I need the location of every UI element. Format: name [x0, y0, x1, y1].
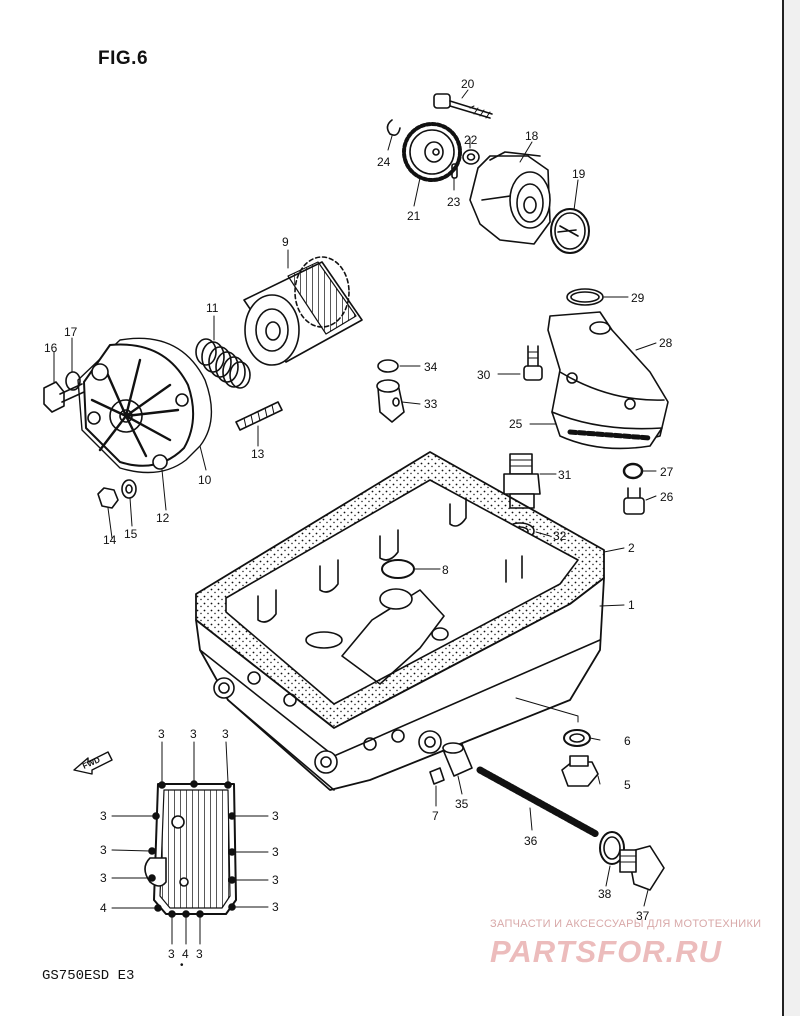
oil-strainer-assembly [523, 288, 669, 515]
part-label-9: 9 [282, 235, 289, 249]
part-label-3: 3 [272, 873, 279, 887]
part-number-labels: 20 18 19 22 24 23 21 9 11 17 16 10 12 14… [44, 77, 674, 971]
part-label-34: 34 [424, 360, 438, 374]
forward-arrow-icon [73, 751, 113, 775]
part-label-1: 1 [628, 598, 635, 612]
part-label-3: 3 [272, 809, 279, 823]
part-label-3: 3 [272, 845, 279, 859]
part-label-33: 33 [424, 397, 438, 411]
part-label-8: 8 [442, 563, 449, 577]
part-label-37: 37 [636, 909, 650, 923]
part-label-3: 3 [168, 947, 175, 961]
part-label-30: 30 [477, 368, 491, 382]
part-label-5: 5 [624, 778, 631, 792]
part-label-6: 6 [624, 734, 631, 748]
part-label-31: 31 [558, 468, 572, 482]
part-label-14: 14 [103, 533, 117, 547]
oil-pump-assembly [386, 93, 590, 254]
part-label-12: 12 [156, 511, 170, 525]
part-label-7: 7 [432, 809, 439, 823]
part-label-18: 18 [525, 129, 539, 143]
part-label-19: 19 [572, 167, 586, 181]
oil-pan [195, 451, 605, 791]
filter-cover [43, 337, 213, 509]
part-label-38: 38 [598, 887, 612, 901]
part-label-11: 11 [206, 301, 219, 315]
part-label-26: 26 [660, 490, 674, 504]
page-edge [782, 0, 800, 1016]
part-label-3: 3 [100, 871, 107, 885]
part-label-4: 4 [182, 947, 189, 961]
figure-title: FIG.6 [98, 48, 149, 69]
part-label-3: 3 [222, 727, 229, 741]
part-label-35: 35 [455, 797, 469, 811]
part-label-dot: • [180, 960, 184, 971]
part-label-36: 36 [524, 834, 538, 848]
part-label-29: 29 [631, 291, 645, 305]
part-label-22: 22 [464, 133, 478, 147]
part-label-32: 32 [553, 529, 567, 543]
part-label-16: 16 [44, 341, 58, 355]
part-label-4: 4 [100, 901, 107, 915]
watermark-tagline: ЗАПЧАСТИ И АКСЕССУАРЫ ДЛЯ МОТОТЕХНИКИ [490, 918, 762, 930]
part-label-17: 17 [64, 325, 78, 339]
part-label-3: 3 [100, 843, 107, 857]
part-label-3: 3 [196, 947, 203, 961]
oil-pan-plan-view [144, 780, 237, 918]
stud-bolt [235, 401, 283, 431]
part-label-24: 24 [377, 155, 391, 169]
filter-spring [195, 338, 251, 389]
part-label-3: 3 [272, 900, 279, 914]
watermark-logo: PARTSFOR.RU [490, 934, 723, 969]
part-label-21: 21 [407, 209, 421, 223]
part-label-3: 3 [100, 809, 107, 823]
part-label-2: 2 [628, 541, 635, 555]
part-label-13: 13 [251, 447, 265, 461]
part-label-10: 10 [198, 473, 212, 487]
part-label-15: 15 [124, 527, 138, 541]
model-code: GS750ESD E3 [42, 968, 135, 984]
part-label-3: 3 [190, 727, 197, 741]
part-label-3: 3 [158, 727, 165, 741]
part-label-27: 27 [660, 465, 674, 479]
oil-pipe-fitting [376, 359, 405, 423]
leader-lines [53, 89, 657, 945]
part-label-23: 23 [447, 195, 461, 209]
part-label-20: 20 [461, 77, 475, 91]
oil-filter [243, 256, 363, 366]
part-label-28: 28 [659, 336, 673, 350]
part-label-25: 25 [509, 417, 523, 431]
drain-parts [429, 729, 665, 891]
